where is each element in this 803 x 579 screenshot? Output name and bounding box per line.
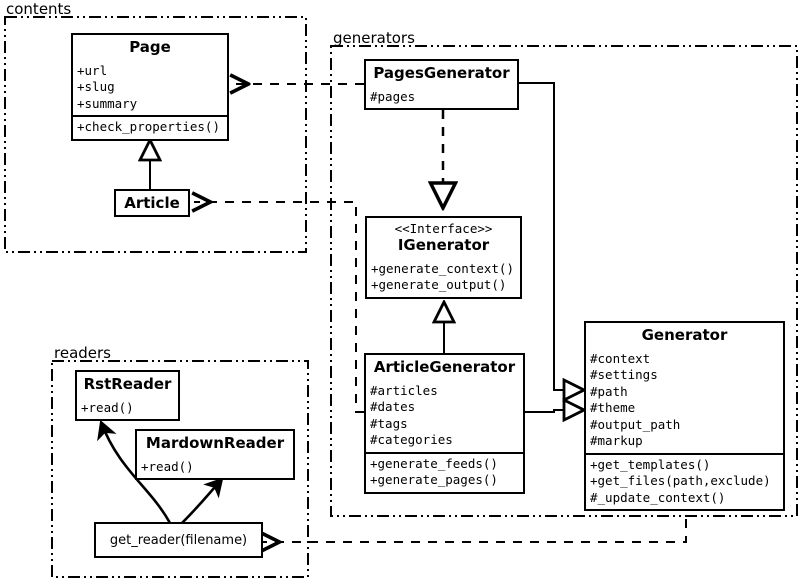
attribute-item: #markup: [590, 433, 643, 449]
attribute-item: +slug: [77, 79, 115, 95]
class-operations-page: +check_properties(): [73, 115, 227, 139]
operation-item: +read(): [81, 399, 134, 415]
class-name-pagesgenerator: PagesGenerator: [373, 64, 510, 82]
attribute-item: #articles: [370, 382, 438, 398]
connector-pagesgenerator-inherits-generator: [519, 82, 584, 390]
operation-item: +get_files(path,exclude): [590, 473, 771, 489]
class-box-mardownreader[interactable]: MardownReader +read(): [135, 429, 295, 481]
operation-item: +get_templates(): [590, 456, 711, 472]
package-label-generators: generators: [333, 29, 415, 47]
connector-articlegenerator-depends-article: [194, 202, 364, 413]
class-box-rstreader[interactable]: RstReader +read(): [75, 370, 180, 422]
attribute-item: +url: [77, 62, 108, 78]
class-operations-articlegenerator: +generate_feeds() +generate_pages(): [366, 451, 523, 492]
class-attributes-page: +url +slug +summary: [73, 61, 227, 116]
operation-item: +generate_output(): [371, 277, 507, 293]
function-name-getreader: get_reader(filename): [109, 532, 248, 548]
class-stereotype-igenerator: <<Interface>>: [394, 221, 493, 236]
class-operations-generator: +get_templates() +get_files(path,exclude…: [586, 452, 783, 510]
class-box-pagesgenerator[interactable]: PagesGenerator #pages: [364, 59, 519, 111]
operation-item: +generate_context(): [371, 260, 514, 276]
attribute-item: #tags: [370, 415, 408, 431]
attribute-item: #pages: [370, 88, 416, 104]
class-name-articlegenerator: ArticleGenerator: [373, 358, 516, 376]
attribute-item: #path: [590, 383, 628, 399]
operation-item: +read(): [141, 458, 194, 474]
attribute-item: +summary: [77, 95, 138, 111]
package-label-readers: readers: [54, 344, 111, 362]
class-box-getreader[interactable]: get_reader(filename): [94, 522, 263, 558]
operation-item: +generate_pages(): [370, 472, 498, 488]
attribute-item: #theme: [590, 400, 636, 416]
class-box-article[interactable]: Article: [114, 189, 190, 217]
class-operations-rstreader: +read(): [77, 398, 178, 420]
class-operations-igenerator: +generate_context() +generate_output(): [367, 259, 520, 297]
connector-getreader-returns-mardownreader: [181, 477, 224, 524]
class-name-page: Page: [129, 38, 171, 56]
class-name-igenerator: <<Interface>> IGenerator: [367, 218, 520, 259]
class-name-generator: Generator: [641, 326, 728, 344]
package-label-contents: contents: [6, 0, 72, 18]
operation-item: #_update_context(): [590, 489, 726, 505]
attribute-item: #settings: [590, 367, 658, 383]
class-attributes-pagesgenerator: #pages: [366, 87, 517, 109]
operation-item: +generate_feeds(): [370, 455, 498, 471]
class-box-articlegenerator[interactable]: ArticleGenerator #articles #dates #tags …: [364, 353, 525, 494]
attribute-item: #output_path: [590, 416, 681, 432]
class-box-igenerator[interactable]: <<Interface>> IGenerator +generate_conte…: [365, 216, 522, 299]
class-name-text-igenerator: IGenerator: [397, 236, 490, 254]
class-name-mardownreader: MardownReader: [145, 434, 285, 452]
class-name-rstreader: RstReader: [83, 375, 172, 393]
attribute-item: #categories: [370, 432, 453, 448]
class-operations-mardownreader: +read(): [137, 457, 293, 479]
connector-articlegenerator-inherits-generator: [525, 410, 584, 412]
class-box-generator[interactable]: Generator #context #settings #path #them…: [584, 321, 785, 512]
class-box-page[interactable]: Page +url +slug +summary +check_properti…: [71, 33, 229, 141]
attribute-item: #context: [590, 350, 651, 366]
class-attributes-articlegenerator: #articles #dates #tags #categories: [366, 381, 523, 452]
attribute-item: #dates: [370, 399, 416, 415]
class-attributes-generator: #context #settings #path #theme #output_…: [586, 349, 783, 453]
operation-item: +check_properties(): [77, 119, 220, 135]
class-name-article: Article: [124, 193, 180, 212]
